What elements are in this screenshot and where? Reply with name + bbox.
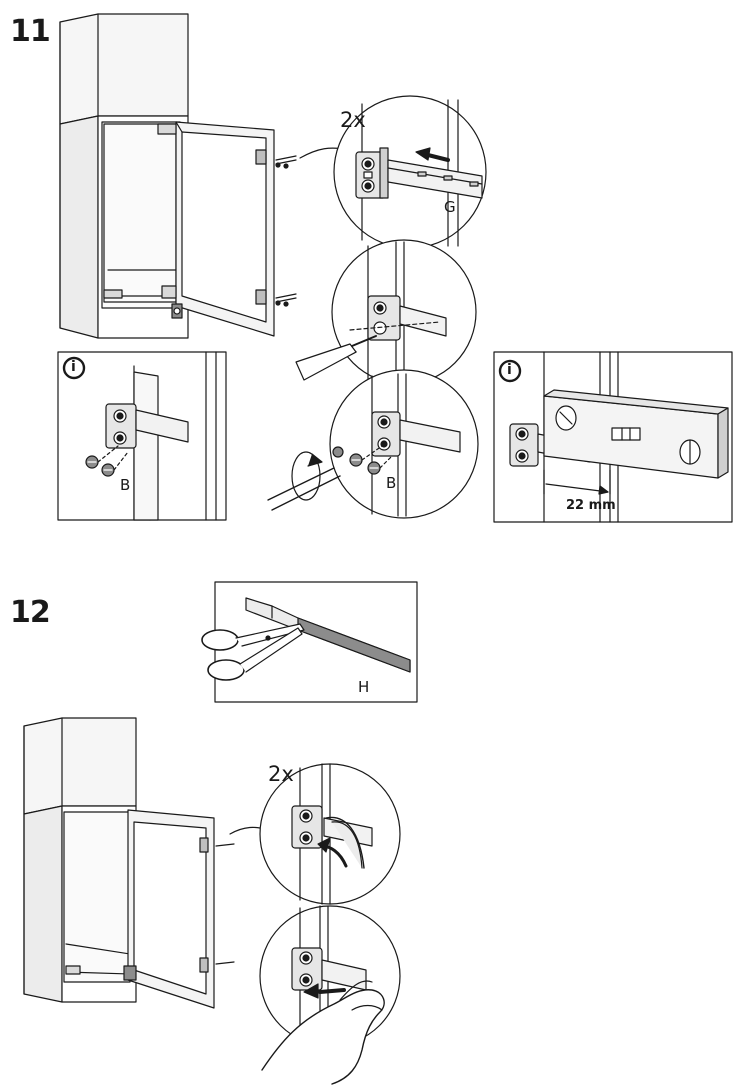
part-b-label-left: B xyxy=(120,476,131,494)
hand-icon xyxy=(261,980,385,1085)
part-b-label-right: B xyxy=(386,474,397,492)
step-12-cabinet xyxy=(23,717,269,1009)
part-h-label: H xyxy=(358,678,370,696)
strip-cutting-box xyxy=(201,581,418,703)
door-screws-top xyxy=(275,155,297,169)
detail-circle-g xyxy=(333,95,487,249)
step-11-count-label: 2x xyxy=(340,108,366,132)
info-icon xyxy=(498,359,522,383)
step-11-number: 11 xyxy=(10,14,51,49)
rotation-arrow-icon xyxy=(291,451,323,501)
detail-circle-clip xyxy=(259,763,401,905)
door-screws-bottom xyxy=(275,293,297,307)
detail-circle-screwdriver xyxy=(295,239,477,385)
info-icon xyxy=(62,356,86,380)
screwdriver-icon xyxy=(295,335,377,381)
info-box-right xyxy=(493,351,733,523)
step-12-count-label: 2x xyxy=(268,762,294,786)
info-icon-glyph-right: i xyxy=(507,362,512,378)
part-g-label: G xyxy=(444,198,456,216)
info-box-left xyxy=(57,351,227,521)
step-11-cabinet xyxy=(59,13,351,339)
scissors-icon xyxy=(201,623,305,681)
detail-circle-b-right xyxy=(267,369,479,519)
measurement-label: 22 mm xyxy=(566,498,616,513)
spirit-level-icon xyxy=(543,389,729,479)
info-icon-glyph-left: i xyxy=(71,359,76,375)
step-12-number: 12 xyxy=(10,595,51,630)
detail-circle-hand xyxy=(259,905,401,1085)
